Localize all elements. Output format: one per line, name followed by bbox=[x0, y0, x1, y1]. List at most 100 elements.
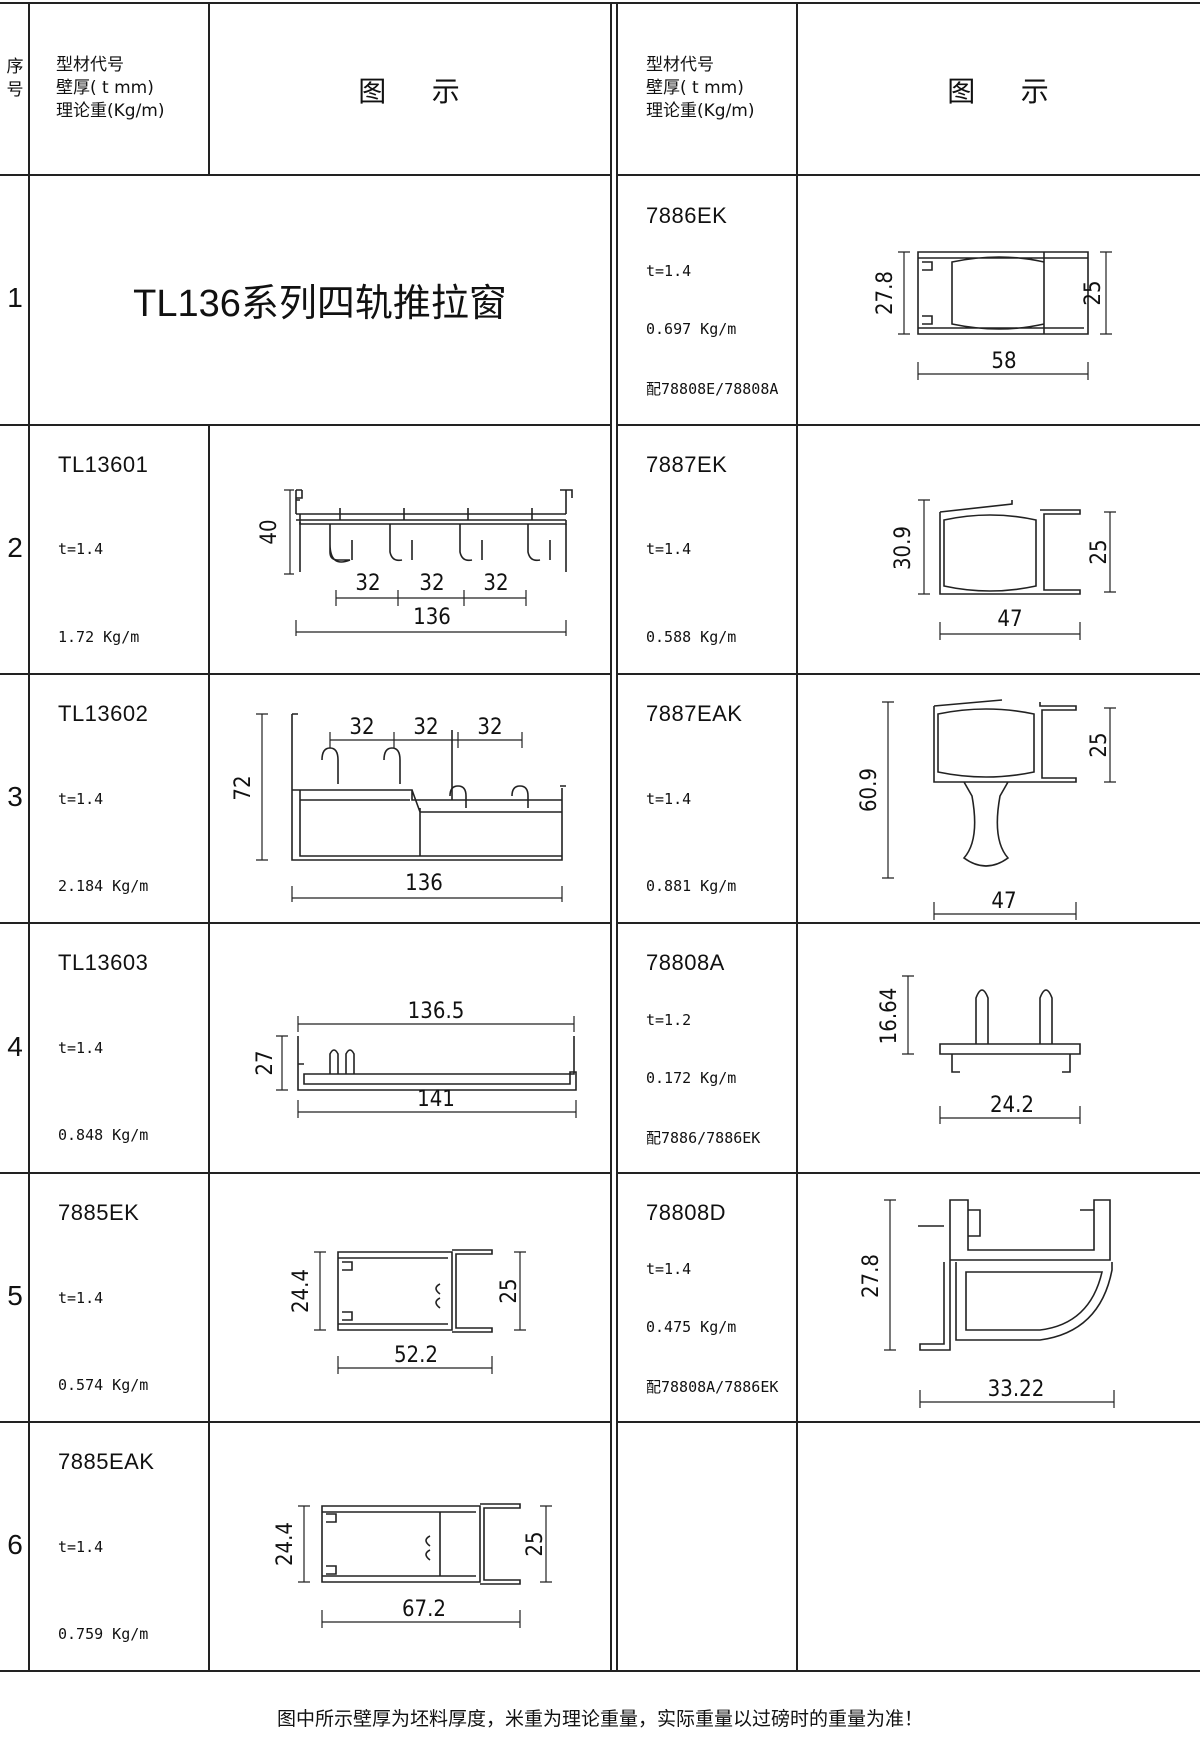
wall-thickness: t=1.4 bbox=[646, 540, 692, 558]
col-divider bbox=[610, 2, 612, 1672]
profile-code: TL13602 bbox=[58, 701, 149, 726]
row-divider bbox=[0, 424, 612, 426]
footer-note: 图中所示壁厚为坯料厚度，米重为理论重量，实际重量以过磅时的重量为准！ bbox=[276, 1708, 923, 1730]
matching-profiles: 配7886/7886EK bbox=[646, 1129, 761, 1147]
dim-width: 67.2 bbox=[402, 1597, 446, 1622]
dim-height: 16.64 bbox=[877, 988, 902, 1045]
drawing-78808a: 16.64 24.2 bbox=[877, 975, 1081, 1124]
header-line-weight: 理论重(Kg/m) bbox=[56, 101, 165, 121]
drawing-7885ek: 24.4 25 52.2 bbox=[289, 1249, 526, 1374]
header-line-code: 型材代号 bbox=[56, 55, 124, 75]
wall-thickness: t=1.2 bbox=[646, 1011, 692, 1029]
wall-thickness: t=1.4 bbox=[58, 540, 104, 558]
wall-thickness: t=1.4 bbox=[58, 1289, 104, 1307]
dim-right-height: 25 bbox=[523, 1531, 548, 1556]
dim-pitch: 32 bbox=[413, 715, 438, 740]
col-divider bbox=[208, 424, 210, 1672]
row-divider bbox=[0, 673, 612, 675]
unit-weight: 0.588 Kg/m bbox=[646, 628, 737, 646]
col-divider bbox=[616, 2, 618, 1672]
unit-weight: 0.475 Kg/m bbox=[646, 1318, 737, 1336]
unit-weight: 0.697 Kg/m bbox=[646, 320, 737, 338]
profile-code: 7885EAK bbox=[58, 1449, 155, 1474]
drawing-tl13602: 72 32 32 32 136 bbox=[231, 713, 566, 902]
profile-code: 7886EK bbox=[646, 203, 728, 228]
dim-right-height: 25 bbox=[497, 1278, 522, 1303]
row-divider bbox=[616, 1172, 1200, 1174]
unit-weight: 1.72 Kg/m bbox=[58, 628, 140, 646]
dim-height: 40 bbox=[257, 519, 282, 544]
series-title: TL136系列四轨推拉窗 bbox=[133, 283, 507, 325]
profile-header-left: 型材代号 壁厚( t mm) 理论重(Kg/m) bbox=[56, 54, 165, 123]
dim-pitch: 32 bbox=[477, 715, 502, 740]
profile-code: TL13603 bbox=[58, 950, 149, 975]
table-border-bottom bbox=[0, 1670, 1200, 1672]
wall-thickness: t=1.4 bbox=[646, 790, 692, 808]
matching-profiles: 配78808E/78808A bbox=[646, 380, 779, 398]
matching-profiles: 配78808A/7886EK bbox=[646, 1378, 779, 1396]
dim-width: 47 bbox=[991, 889, 1016, 914]
dim-height: 60.9 bbox=[857, 768, 882, 812]
unit-weight: 0.848 Kg/m bbox=[58, 1126, 149, 1144]
dim-right-height: 25 bbox=[1081, 280, 1106, 305]
wall-thickness: t=1.4 bbox=[58, 790, 104, 808]
profile-code: 7887EAK bbox=[646, 701, 743, 726]
profile-code: 78808D bbox=[646, 1200, 727, 1225]
dim-right-height: 25 bbox=[1087, 539, 1112, 564]
unit-weight: 0.172 Kg/m bbox=[646, 1069, 737, 1087]
dim-width: 136 bbox=[413, 605, 451, 630]
dim-width: 47 bbox=[997, 607, 1022, 632]
drawing-tl13603: 136.5 141 27 bbox=[253, 999, 577, 1118]
dim-width: 52.2 bbox=[394, 1343, 438, 1368]
drawing-header-right: 图 示 bbox=[947, 75, 1051, 108]
dim-height: 27.8 bbox=[859, 1254, 884, 1298]
dim-width: 141 bbox=[417, 1087, 455, 1112]
seq-number: 2 bbox=[7, 532, 23, 563]
seq-header: 序 号 bbox=[6, 57, 24, 100]
dim-width: 33.22 bbox=[988, 1377, 1045, 1402]
dim-pitch: 32 bbox=[349, 715, 374, 740]
drawing-tl13601: 40 32 32 32 136 bbox=[257, 489, 573, 636]
drawing-header-left: 图 示 bbox=[358, 75, 462, 108]
wall-thickness: t=1.4 bbox=[58, 1039, 104, 1057]
drawing-7887ek: 30.9 25 47 bbox=[891, 499, 1116, 640]
dim-height: 27 bbox=[253, 1050, 278, 1075]
row-divider bbox=[616, 1421, 1200, 1423]
dim-top-width: 136.5 bbox=[408, 999, 465, 1024]
dim-height: 72 bbox=[231, 775, 256, 800]
dim-width: 136 bbox=[405, 871, 443, 896]
dim-right-height: 25 bbox=[1087, 732, 1112, 757]
drawing-7886ek: 27.8 25 58 bbox=[873, 251, 1112, 380]
row-divider bbox=[616, 922, 1200, 924]
header-line-thickness: 壁厚( t mm) bbox=[56, 78, 154, 98]
profile-code: 7885EK bbox=[58, 1200, 140, 1225]
dim-height: 24.4 bbox=[289, 1269, 314, 1313]
seq-number: 6 bbox=[7, 1529, 23, 1560]
dim-width: 58 bbox=[991, 349, 1016, 374]
row-divider bbox=[616, 424, 1200, 426]
header-line-thickness: 壁厚( t mm) bbox=[646, 78, 744, 98]
row-divider bbox=[616, 174, 1200, 176]
col-divider bbox=[28, 2, 30, 1672]
dim-pitch: 32 bbox=[419, 571, 444, 596]
header-line-weight: 理论重(Kg/m) bbox=[646, 101, 755, 121]
seq-number: 1 bbox=[7, 282, 23, 313]
wall-thickness: t=1.4 bbox=[58, 1538, 104, 1556]
drawing-7885eak: 24.4 25 67.2 bbox=[273, 1503, 552, 1628]
wall-thickness: t=1.4 bbox=[646, 262, 692, 280]
profile-code: 78808A bbox=[646, 950, 725, 975]
col-divider bbox=[208, 2, 210, 174]
table-border-top bbox=[0, 2, 1200, 4]
dim-width: 24.2 bbox=[990, 1093, 1034, 1118]
seq-number: 5 bbox=[7, 1280, 23, 1311]
col-divider bbox=[796, 2, 798, 1672]
dim-pitch: 32 bbox=[483, 571, 508, 596]
row-divider bbox=[0, 1421, 612, 1423]
seq-number: 3 bbox=[7, 781, 23, 812]
dim-height: 24.4 bbox=[273, 1522, 298, 1566]
dim-height: 30.9 bbox=[891, 526, 916, 570]
dim-pitch: 32 bbox=[355, 571, 380, 596]
drawing-78808d: 27.8 33.22 bbox=[859, 1199, 1115, 1408]
